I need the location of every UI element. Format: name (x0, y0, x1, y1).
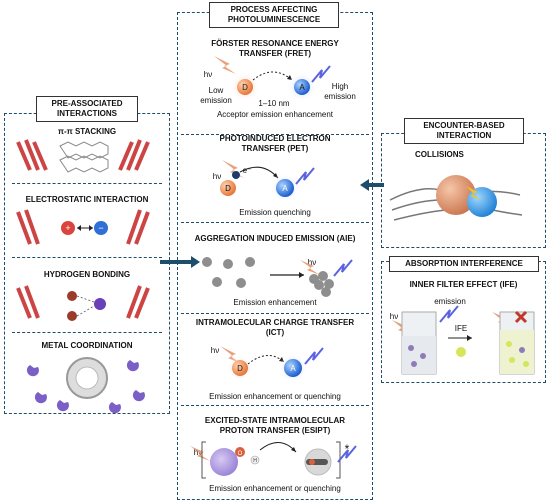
right-top-title: ENCOUNTER-BASED INTERACTION (404, 118, 524, 144)
svg-text:+: + (65, 223, 70, 233)
left-item-pi-stacking: π-π STACKING (57, 127, 117, 136)
separator (12, 332, 162, 333)
aie-caption: Emission enhancement (233, 298, 317, 307)
esipt-caption: Emission enhancement or quenching (209, 484, 341, 493)
fret-caption: Acceptor emission enhancement (216, 110, 334, 119)
esipt-graphic: O H (190, 441, 357, 479)
fret-light-bolt-icon (214, 56, 236, 74)
fret-transfer-arrow (252, 71, 293, 81)
fret-heading: FÖRSTER RESONANCE ENERGY TRANSFER (FRET) (211, 39, 339, 58)
separator (12, 257, 162, 258)
metal-coordination-graphic (26, 357, 145, 414)
esipt-star: * (344, 442, 350, 456)
electrostatic-graphic: + − (16, 209, 150, 245)
esipt-hydrogen-label: H (253, 458, 257, 464)
fret-acceptor (294, 79, 310, 95)
pet-donor-label: D (225, 184, 231, 193)
right-bottom-title: ABSORPTION INTERFERENCE (389, 256, 539, 272)
left-item-hydrogen-bonding: HYDROGEN BONDING (43, 270, 131, 279)
separator (181, 405, 369, 406)
fret-graphic: D A (214, 56, 331, 102)
hydrogen-bonding-graphic (16, 285, 150, 321)
aie-light-bolt-icon (300, 260, 320, 275)
ife-hv: hν (389, 312, 399, 321)
fret-donor (237, 79, 253, 95)
pet-caption: Emission quenching (239, 208, 311, 217)
esipt-oxygen-label: O (238, 451, 243, 457)
ict-heading: INTRAMOLECULAR CHARGE TRANSFER (ICT) (195, 318, 355, 337)
collision-sphere-1 (436, 175, 476, 215)
ife-heading: INNER FILTER EFFECT (IFE) (409, 280, 518, 289)
esipt-heading: EXCITED-STATE INTRAMOLECULAR PROTON TRAN… (204, 416, 346, 435)
ict-hv: hν (210, 346, 220, 355)
esipt-hv: hν (193, 448, 203, 457)
pet-emission-icon (295, 167, 315, 185)
esipt-bracket-left (201, 441, 206, 479)
ife-emission: emission (434, 297, 466, 306)
aie-hv: hν (307, 258, 317, 267)
ict-donor (232, 360, 248, 376)
left-item-electrostatic: ELECTROSTATIC INTERACTION (25, 195, 149, 204)
collision-bolt-icon (466, 186, 482, 200)
ict-acceptor (284, 359, 302, 377)
ife-graphic (392, 305, 535, 375)
fret-hv: hν (203, 70, 213, 79)
pi-stacking-graphic (16, 139, 150, 173)
aie-emission-icon (333, 259, 353, 277)
fret-distance: 1–10 nm (258, 99, 290, 108)
fret-acceptor-label: A (299, 83, 305, 92)
fret-donor-label: D (242, 83, 248, 92)
aie-graphic (202, 257, 353, 297)
left-item-metal-coordination: METAL COORDINATION (41, 341, 133, 350)
center-title: PROCESS AFFECTING PHOTOLUMINESCENCE (209, 2, 339, 28)
pet-transfer-arrow (239, 166, 279, 179)
pet-donor (220, 180, 236, 196)
esipt-emission-icon (337, 445, 357, 463)
pet-graphic: D A (220, 160, 315, 203)
ict-donor-label: D (237, 364, 243, 373)
collisions-heading: COLLISIONS (415, 150, 464, 159)
pet-heading: PHOTOINDUCED ELECTRON TRANSFER (PET) (219, 134, 331, 153)
fret-low-label: Low emission (200, 86, 232, 105)
ife-light-bolt-icon (392, 320, 412, 335)
aie-heading: AGGREGATION INDUCED EMISSION (AIE) (194, 234, 356, 243)
pet-acceptor (276, 179, 294, 197)
ife-blocked-icon (514, 310, 528, 324)
ict-caption: Emission enhancement or quenching (209, 392, 341, 401)
ife-absorber (456, 347, 466, 357)
pet-electron: e⁻ (242, 166, 252, 175)
separator (181, 222, 369, 223)
ife-label: IFE (454, 324, 468, 333)
pet-electron-dot (232, 171, 240, 179)
svg-text:−: − (98, 223, 103, 233)
collisions-graphic (389, 175, 523, 221)
collision-sphere-2 (467, 187, 497, 217)
fret-high-label: High emission (324, 82, 356, 101)
esipt-molecule-left (210, 448, 238, 476)
pet-acceptor-label: A (282, 184, 288, 193)
separator (181, 134, 369, 135)
pet-hv: hν (212, 172, 222, 181)
separator (12, 183, 162, 184)
separator (181, 313, 369, 314)
ife-emission-icon (439, 305, 459, 323)
ict-transfer-arrow (247, 355, 285, 365)
left-title: PRE-ASSOCIATED INTERACTIONS (36, 96, 138, 122)
ict-acceptor-label: A (290, 364, 296, 373)
esipt-light-bolt-icon (190, 446, 210, 461)
fret-emission-icon (311, 65, 331, 83)
ict-graphic: D A (220, 346, 324, 383)
esipt-transfer-arrow (259, 442, 297, 453)
ict-emission-icon (304, 347, 324, 365)
